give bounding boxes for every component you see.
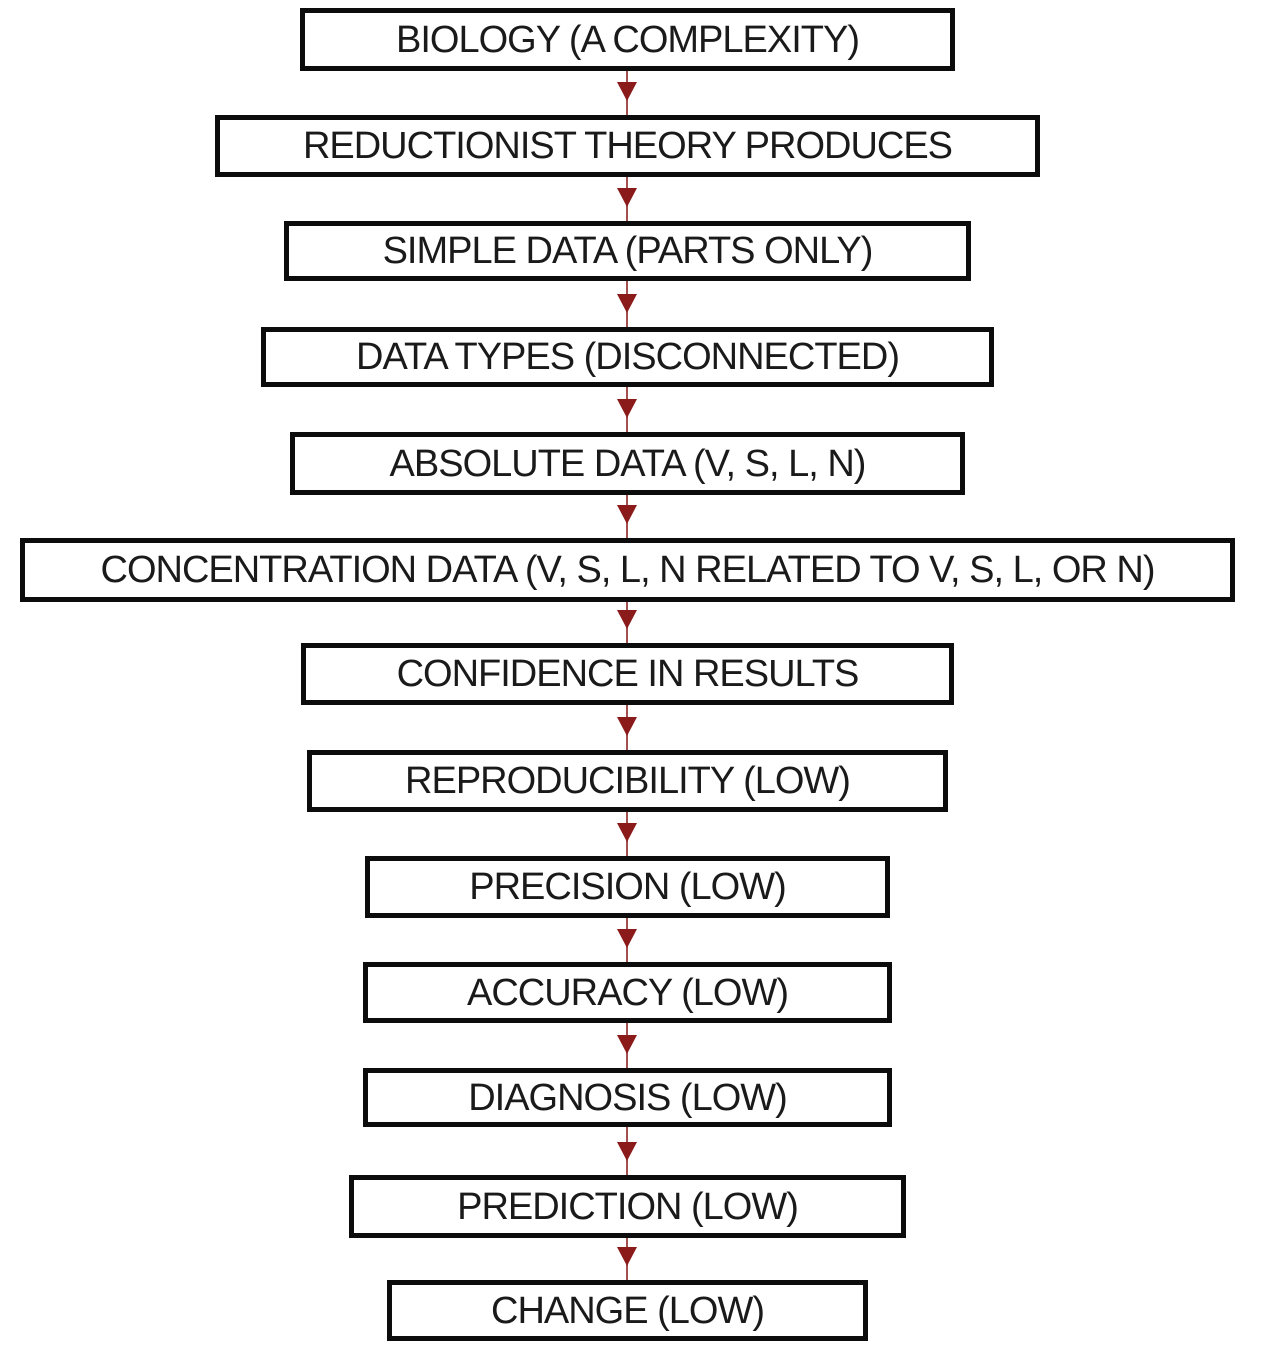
flow-node-reductionist-theory: REDUCTIONIST THEORY PRODUCES (215, 115, 1040, 177)
arrow-head-icon (617, 929, 637, 948)
flow-node-precision: PRECISION (LOW) (365, 856, 890, 918)
down-arrow-icon (617, 71, 637, 115)
arrow-head-icon (617, 1247, 637, 1266)
down-arrow-icon (617, 1127, 637, 1175)
down-arrow-icon (617, 281, 637, 327)
arrow-head-icon (617, 1035, 637, 1054)
down-arrow-icon (617, 812, 637, 856)
down-arrow-icon (617, 177, 637, 221)
arrow-head-icon (617, 717, 637, 736)
arrow-head-icon (617, 1142, 637, 1161)
flow-node-absolute-data: ABSOLUTE DATA (V, S, L, N) (290, 432, 965, 495)
arrow-head-icon (617, 294, 637, 313)
down-arrow-icon (617, 387, 637, 432)
flow-node-concentration-data: CONCENTRATION DATA (V, S, L, N RELATED T… (20, 538, 1235, 602)
flow-node-accuracy: ACCURACY (LOW) (363, 962, 892, 1023)
flow-node-biology: BIOLOGY (A COMPLEXITY) (300, 8, 955, 71)
flow-node-simple-data: SIMPLE DATA (PARTS ONLY) (284, 221, 971, 281)
down-arrow-icon (617, 705, 637, 750)
down-arrow-icon (617, 1238, 637, 1280)
down-arrow-icon (617, 918, 637, 962)
arrow-head-icon (617, 610, 637, 629)
arrow-head-icon (617, 82, 637, 101)
flow-node-change: CHANGE (LOW) (387, 1280, 868, 1341)
flow-node-diagnosis: DIAGNOSIS (LOW) (363, 1068, 892, 1127)
arrow-head-icon (617, 399, 637, 418)
flow-node-data-types: DATA TYPES (DISCONNECTED) (261, 327, 994, 387)
arrow-head-icon (617, 505, 637, 524)
down-arrow-icon (617, 1023, 637, 1068)
flow-node-confidence-in-results: CONFIDENCE IN RESULTS (301, 643, 954, 705)
arrow-head-icon (617, 188, 637, 207)
down-arrow-icon (617, 602, 637, 643)
flow-node-prediction: PREDICTION (LOW) (349, 1175, 906, 1238)
flow-node-reproducibility: REPRODUCIBILITY (LOW) (307, 750, 948, 812)
down-arrow-icon (617, 495, 637, 538)
arrow-head-icon (617, 823, 637, 842)
